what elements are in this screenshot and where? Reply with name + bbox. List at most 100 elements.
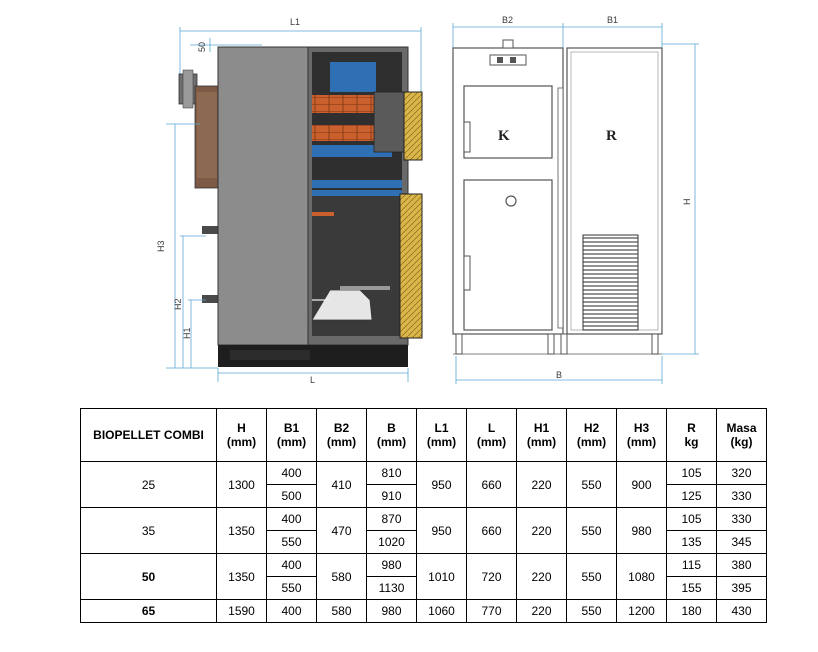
cell-h1: 220 [516, 461, 567, 508]
cell-model: 35 [80, 507, 217, 554]
header-l: L(mm) [466, 408, 517, 462]
dim50-label: 50 [197, 42, 207, 52]
header-model: BIOPELLET COMBI [80, 408, 217, 462]
header-l1: L1(mm) [416, 408, 467, 462]
header-h1: H1(mm) [516, 408, 567, 462]
cell-b1: 500 [266, 484, 317, 508]
cell-h: 1300 [216, 461, 267, 508]
cell-l: 770 [466, 599, 517, 623]
h2-label: H2 [173, 298, 183, 310]
header-b2: B2(mm) [316, 408, 367, 462]
cell-r: 135 [666, 530, 717, 554]
cell-h2: 550 [566, 461, 617, 508]
cell-h: 1350 [216, 553, 267, 600]
lower-door [399, 193, 423, 339]
cell-h1: 220 [516, 553, 567, 600]
cell-l1: 1010 [416, 553, 467, 600]
cell-b1: 400 [266, 599, 317, 623]
cell-b1: 400 [266, 461, 317, 485]
cell-model: 65 [80, 599, 217, 623]
upper-front-door [463, 85, 553, 159]
cell-b1: 400 [266, 507, 317, 531]
cell-b1: 400 [266, 553, 317, 577]
cell-l1: 950 [416, 507, 467, 554]
h-label: H [682, 199, 692, 206]
cell-masa: 430 [716, 599, 767, 623]
header-masa: Masa(kg) [716, 408, 767, 462]
cell-masa: 320 [716, 461, 767, 485]
cell-b2: 410 [316, 461, 367, 508]
r-label: R [606, 128, 617, 144]
cell-r: 155 [666, 576, 717, 600]
cell-h: 1350 [216, 507, 267, 554]
cell-r: 105 [666, 461, 717, 485]
exchanger-lower [312, 125, 374, 141]
water-jacket-top [330, 62, 376, 92]
header-b: B(mm) [366, 408, 417, 462]
cell-l: 720 [466, 553, 517, 600]
cell-l1: 1060 [416, 599, 467, 623]
cell-r: 125 [666, 484, 717, 508]
cell-h3: 980 [616, 507, 667, 554]
h3-label: H3 [156, 240, 166, 252]
cell-model: 25 [80, 461, 217, 508]
cell-h3: 1200 [616, 599, 667, 623]
cell-b: 1130 [366, 576, 417, 600]
cell-r: 115 [666, 553, 717, 577]
upper-connector [202, 226, 220, 234]
boiler-casing [217, 46, 309, 346]
cell-model: 50 [80, 553, 217, 600]
cell-masa: 330 [716, 507, 767, 531]
header-h3: H3(mm) [616, 408, 667, 462]
lower-connector [202, 295, 220, 303]
b-label: B [556, 370, 562, 380]
cell-b1: 550 [266, 530, 317, 554]
cell-b: 910 [366, 484, 417, 508]
cell-masa: 395 [716, 576, 767, 600]
cell-l1: 950 [416, 461, 467, 508]
cell-h: 1590 [216, 599, 267, 623]
header-b1: B1(mm) [266, 408, 317, 462]
upper-door [403, 91, 423, 161]
cell-b2: 580 [316, 599, 367, 623]
k-label: K [498, 128, 510, 144]
water-jacket-mid [312, 145, 392, 157]
b1-label: B1 [607, 15, 618, 25]
cell-l: 660 [466, 507, 517, 554]
boiler-drawing: L1 50 [156, 15, 699, 385]
cell-h2: 550 [566, 507, 617, 554]
cell-h1: 220 [516, 507, 567, 554]
cell-h3: 900 [616, 461, 667, 508]
h1-label: H1 [182, 327, 192, 339]
cell-h1: 220 [516, 599, 567, 623]
ventilation-grille [582, 234, 639, 331]
cell-h2: 550 [566, 599, 617, 623]
l-label: L [310, 375, 315, 385]
cell-r: 180 [666, 599, 717, 623]
cell-b1: 550 [266, 576, 317, 600]
cell-b2: 580 [316, 553, 367, 600]
front-view: B2 B1 K R H B [452, 15, 699, 384]
door-handle [505, 195, 517, 207]
cell-h2: 550 [566, 553, 617, 600]
cell-b: 980 [366, 553, 417, 577]
cell-h3: 1080 [616, 553, 667, 600]
cell-masa: 330 [716, 484, 767, 508]
header-h2: H2(mm) [566, 408, 617, 462]
exchanger-upper [312, 95, 374, 113]
cell-b: 870 [366, 507, 417, 531]
cell-masa: 345 [716, 530, 767, 554]
cell-b: 810 [366, 461, 417, 485]
cell-b: 980 [366, 599, 417, 623]
cell-b2: 470 [316, 507, 367, 554]
